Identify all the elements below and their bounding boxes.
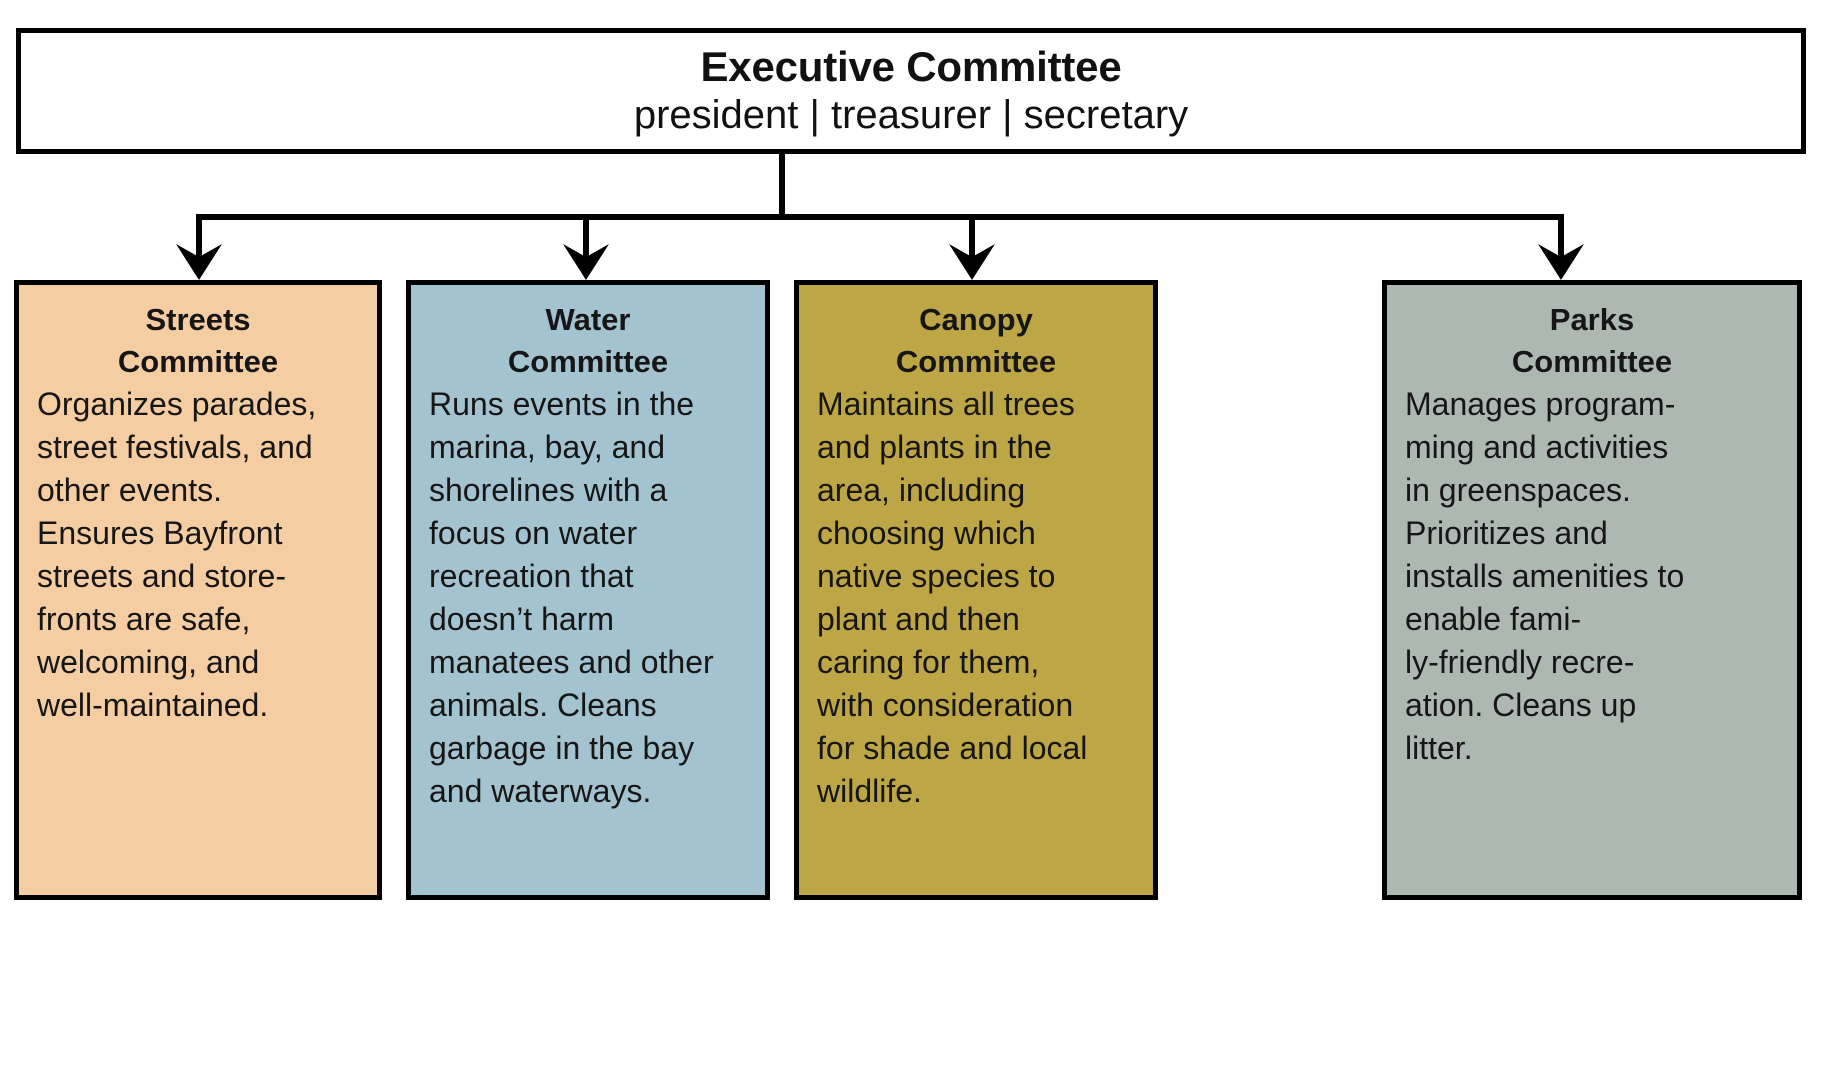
committee-description-canopy: Maintains all trees and plants in the ar… (817, 385, 1088, 809)
executive-committee-title: Executive Committee (700, 42, 1122, 90)
connector-drop-water (583, 214, 589, 258)
connector-drop-streets (196, 214, 202, 258)
committee-box-streets: Streets Committee Organizes parades, str… (14, 280, 382, 900)
committee-title-canopy: Canopy Committee (895, 302, 1057, 379)
committee-title-parks: Parks Committee (1511, 302, 1673, 379)
committee-row: Streets Committee Organizes parades, str… (0, 280, 1824, 900)
committee-box-canopy: Canopy Committee Maintains all trees and… (794, 280, 1158, 900)
executive-committee-roles: president | treasurer | secretary (633, 93, 1189, 138)
connector-horizontal-bus (196, 214, 1564, 220)
connector-root-stem (779, 154, 785, 218)
committee-box-water: Water Committee Runs events in the marin… (406, 280, 770, 900)
committee-box-parks: Parks Committee Manages program- ming an… (1382, 280, 1802, 900)
arrowhead-canopy-icon (949, 244, 995, 280)
arrowhead-streets-icon (176, 244, 222, 280)
arrowhead-parks-icon (1538, 244, 1584, 280)
committee-description-parks: Manages program- ming and activities in … (1405, 385, 1685, 766)
connector-drop-parks (1558, 214, 1564, 258)
connector-drop-canopy (969, 214, 975, 258)
committee-description-streets: Organizes parades, street festivals, and… (37, 385, 317, 723)
committee-description-water: Runs events in the marina, bay, and shor… (429, 385, 714, 809)
committee-title-water: Water Committee (507, 302, 669, 379)
committee-title-streets: Streets Committee (117, 302, 279, 379)
executive-committee-box: Executive Committee president | treasure… (16, 28, 1806, 154)
arrowhead-water-icon (563, 244, 609, 280)
